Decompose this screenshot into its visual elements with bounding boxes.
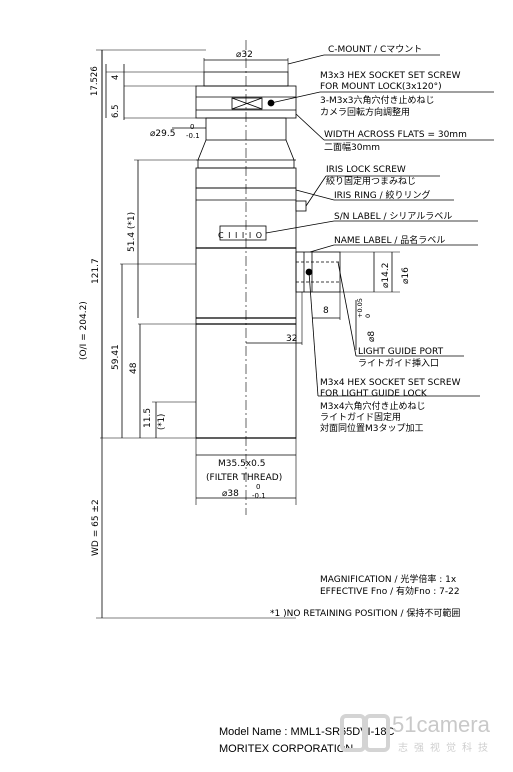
neck-outline	[205, 117, 287, 141]
dim-29-5-tol-top: 0	[190, 123, 194, 131]
dim-17-526: 17.526	[90, 66, 100, 96]
callout-lg-screw-jp3: 対面同位置M3タップ加工	[320, 422, 424, 434]
callout-hex-screw-1: M3x3 HEX SOCKET SET SCREW	[320, 71, 461, 81]
callout-lg-screw-jp1: M3x4六角穴付き止めねじ	[320, 400, 426, 412]
dim-29-5: ⌀29.5	[150, 129, 175, 139]
watermark-logo-icon	[340, 714, 390, 752]
dim-51-4: 51.4 (*1)	[127, 212, 137, 252]
model-name: Model Name : MML1-SR65DVI-18C	[219, 726, 395, 738]
watermark-sub: 志强视觉科技	[398, 743, 494, 754]
dim-32-width: 32	[286, 334, 297, 344]
callout-sn-label: S/N LABEL / シリアルラベル	[334, 211, 452, 222]
watermark-brand: 51camera	[392, 712, 490, 737]
dim-16: ⌀16	[401, 267, 411, 284]
dim-38-tol-bot: -0.1	[252, 492, 266, 500]
callout-hex-screw-2: FOR MOUNT LOCK(3x120°)	[320, 82, 442, 92]
callout-lg-screw-jp2: ライトガイド固定用	[320, 411, 401, 423]
callout-lg-screw-1: M3x4 HEX SOCKET SET SCREW	[320, 378, 461, 388]
callout-light-port-jp: ライトガイド挿入口	[358, 357, 439, 369]
iris-lock-screw	[295, 200, 307, 212]
dim-38: ⌀38	[222, 489, 239, 499]
company-name: MORITEX CORPORATION	[219, 743, 354, 755]
dim-8-diameter: ⌀8	[367, 331, 377, 342]
dim-29-5-tol-bot: -0.1	[186, 132, 200, 140]
dim-14-2: ⌀14.2	[381, 263, 391, 288]
spec-fno: EFFECTIVE Fno / 有効Fno : 7-22	[320, 585, 460, 597]
callout-iris-lock-jp: 絞り固定用つまみねじ	[326, 175, 416, 187]
dim-wd: WD = 65 ±2	[91, 499, 101, 556]
filter-thread-label: (FILTER THREAD)	[206, 473, 282, 483]
callout-lg-screw-2: FOR LIGHT GUIDE LOCK	[320, 389, 428, 399]
dim-121-7: 121.7	[91, 258, 101, 284]
callout-c-mount: C-MOUNT / Cマウント	[328, 44, 422, 55]
callout-iris-lock: IRIS LOCK SCREW	[326, 165, 406, 175]
filter-thread: M35.5x0.5	[218, 459, 265, 469]
dim-11-5: 11.5	[143, 408, 153, 428]
callout-hex-screw-jp1: 3-M3x3六角穴付き止めねじ	[320, 94, 435, 106]
spec-note: *1 )NO RETAINING POSITION / 保持不可範囲	[270, 607, 460, 619]
callout-light-port: LIGHT GUIDE PORT	[358, 347, 444, 357]
dim-oi-total: (O/I = 204.2)	[79, 301, 89, 360]
callout-flats: WIDTH ACROSS FLATS = 30mm	[324, 130, 467, 140]
dim-mount-diameter: ⌀32	[236, 50, 253, 60]
callout-flats-jp: 二面幅30mm	[324, 141, 380, 153]
spec-magnification: MAGNIFICATION / 光学倍率 : 1x	[320, 573, 457, 585]
callout-name-label: NAME LABEL / 品名ラベル	[334, 234, 445, 246]
dim-4: 4	[111, 75, 121, 80]
dim-11-5-note: (*1)	[157, 414, 167, 430]
dim-48: 48	[129, 362, 139, 374]
body-marking: C I I I I O	[218, 231, 263, 240]
callout-iris-ring: IRIS RING / 絞りリング	[334, 189, 431, 201]
dim-8-tol-top: +0.05	[356, 298, 364, 318]
dim-8-width: 8	[323, 306, 329, 316]
dim-8-tol-bot: 0	[364, 314, 372, 318]
dim-6-5: 6.5	[111, 104, 121, 118]
dim-59-41: 59.41	[111, 344, 121, 370]
callout-hex-screw-jp2: カメラ回転方向調整用	[320, 106, 410, 118]
watermark: 51camera 志强视觉科技	[340, 712, 510, 764]
dim-38-tol-top: 0	[256, 483, 260, 491]
light-guide-port	[295, 251, 341, 293]
